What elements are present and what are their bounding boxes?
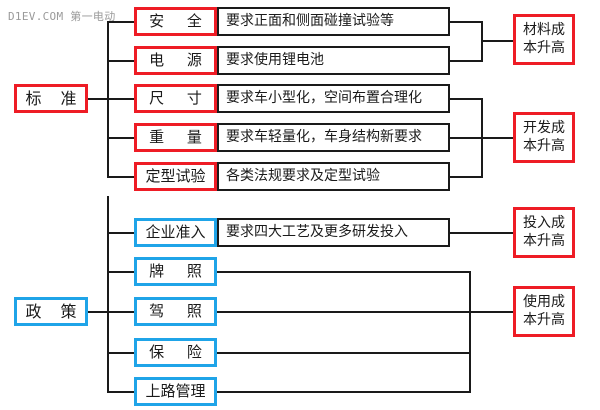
description-label-dimension: 要求车小型化，空间布置合理化 [226, 89, 422, 106]
trunk-line-policy [107, 196, 109, 392]
bracket1-outlet [481, 40, 513, 42]
description-label-type-test: 各类法规要求及定型试验 [226, 167, 380, 184]
connector-line-drivers-license [217, 311, 471, 313]
description-box-dimension[interactable]: 要求车小型化，空间布置合理化 [217, 84, 450, 113]
category-label-enterprise-access: 企业准入 [145, 223, 206, 242]
bracket4-spine [469, 271, 471, 393]
branch-stub-row-10 [107, 391, 134, 393]
root-box-policy[interactable]: 政 策 [14, 297, 88, 326]
category-label-road-management: 上路管理 [145, 382, 206, 401]
category-box-road-management[interactable]: 上路管理 [134, 377, 217, 406]
root-box-standards[interactable]: 标 准 [14, 84, 88, 113]
branch-stub-row-1 [107, 21, 134, 23]
branch-stub-row-7 [107, 271, 134, 273]
category-box-type-test[interactable]: 定型试验 [134, 162, 217, 191]
outcome-box-usage-cost[interactable]: 使用成 本升高 [513, 286, 575, 337]
description-label-power: 要求使用锂电池 [226, 51, 324, 68]
category-label-insurance: 保 险 [149, 343, 211, 362]
category-box-dimension[interactable]: 尺 寸 [134, 84, 217, 113]
bracket2-outlet [481, 137, 513, 139]
description-label-enterprise-access: 要求四大工艺及更多研发投入 [226, 223, 408, 240]
outcome-box-development-cost[interactable]: 开发成 本升高 [513, 112, 575, 163]
outcome-box-material-cost[interactable]: 材料成 本升高 [513, 14, 575, 65]
outcome-label-investment-cost-line1: 投入成 [523, 215, 565, 231]
branch-stub-row-3 [107, 98, 134, 100]
description-box-type-test[interactable]: 各类法规要求及定型试验 [217, 162, 450, 191]
branch-stub-row-6 [107, 232, 134, 234]
branch-stub-row-4 [107, 137, 134, 139]
branch-stub-row-2 [107, 60, 134, 62]
bracket1-arm-top [450, 21, 483, 23]
category-label-type-test: 定型试验 [145, 167, 206, 186]
root-stub-policy [88, 311, 109, 313]
description-label-safety: 要求正面和侧面碰撞试验等 [226, 12, 394, 29]
category-box-weight[interactable]: 重 量 [134, 123, 217, 152]
watermark-label: D1EV.COM 第一电动 [8, 10, 116, 23]
category-label-drivers-license: 驾 照 [149, 302, 211, 321]
branch-stub-row-9 [107, 352, 134, 354]
bracket3-outlet [450, 232, 513, 234]
connector-line-insurance [217, 352, 471, 354]
category-box-enterprise-access[interactable]: 企业准入 [134, 218, 217, 247]
connector-line-road-management [217, 391, 471, 393]
description-label-weight: 要求车轻量化，车身结构新要求 [226, 128, 422, 145]
outcome-label-development-cost-line1: 开发成 [523, 120, 565, 136]
description-box-safety[interactable]: 要求正面和侧面碰撞试验等 [217, 7, 450, 36]
category-label-power: 电 源 [149, 51, 211, 70]
category-box-insurance[interactable]: 保 险 [134, 338, 217, 367]
bracket1-arm-bottom [450, 60, 483, 62]
category-label-safety: 安 全 [149, 12, 211, 31]
outcome-label-usage-cost-line1: 使用成 [523, 294, 565, 310]
category-label-dimension: 尺 寸 [149, 89, 211, 108]
bracket2-arm-mid [450, 137, 483, 139]
category-label-license-plate: 牌 照 [149, 262, 211, 281]
bracket2-arm-bottom [450, 176, 483, 178]
branch-stub-row-5 [107, 176, 134, 178]
root-label-standards: 标 准 [25, 88, 84, 108]
outcome-label-material-cost-line1: 材料成 [523, 22, 565, 38]
category-box-power[interactable]: 电 源 [134, 46, 217, 75]
branch-stub-row-8 [107, 311, 134, 313]
description-box-power[interactable]: 要求使用锂电池 [217, 46, 450, 75]
bracket4-outlet [469, 311, 513, 313]
bracket2-arm-top [450, 98, 483, 100]
category-label-weight: 重 量 [149, 128, 211, 147]
root-stub-standards [88, 98, 109, 100]
description-box-enterprise-access[interactable]: 要求四大工艺及更多研发投入 [217, 218, 450, 247]
outcome-label-investment-cost-line2: 本升高 [523, 232, 565, 249]
category-box-safety[interactable]: 安 全 [134, 7, 217, 36]
description-box-weight[interactable]: 要求车轻量化，车身结构新要求 [217, 123, 450, 152]
outcome-label-material-cost-line2: 本升高 [523, 39, 565, 56]
outcome-label-development-cost-line2: 本升高 [523, 137, 565, 154]
outcome-label-usage-cost-line2: 本升高 [523, 311, 565, 328]
category-box-drivers-license[interactable]: 驾 照 [134, 297, 217, 326]
connector-line-license-plate [217, 271, 471, 273]
outcome-box-investment-cost[interactable]: 投入成 本升高 [513, 207, 575, 258]
root-label-policy: 政 策 [25, 301, 84, 321]
category-box-license-plate[interactable]: 牌 照 [134, 257, 217, 286]
